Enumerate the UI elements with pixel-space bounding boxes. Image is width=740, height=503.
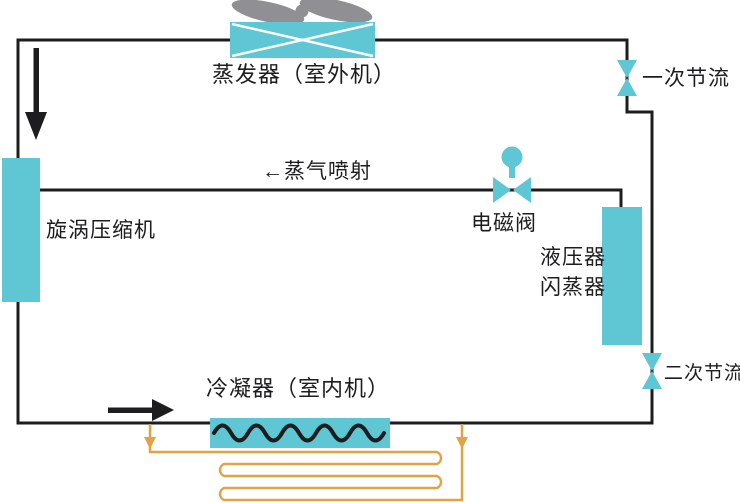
fan-hub: [295, 4, 309, 18]
fan-blade-left: [231, 0, 305, 25]
solenoid-valve-label: 电磁阀: [471, 212, 537, 235]
flow-arrow-down-icon: [25, 112, 47, 140]
flash-tank-label-line2: 闪蒸器: [540, 276, 606, 299]
primary-throttle-top-triangle: [617, 60, 637, 78]
flow-arrow-right-icon: [152, 399, 174, 421]
coil-flow-arrows: [144, 437, 468, 449]
fan-icon: [231, 0, 373, 25]
flow-arrow-down-shaft: [33, 48, 39, 114]
piping: [16, 38, 654, 425]
solenoid-valve-icon: [493, 146, 531, 203]
flash-tank-box: [602, 207, 642, 345]
secondary-throttle-bottom-triangle: [642, 371, 662, 389]
compressor-label: 旋涡压缩机: [46, 219, 156, 242]
solenoid-stem: [509, 164, 515, 178]
solenoid-coil-cap: [501, 146, 523, 168]
condenser-label: 冷凝器（室内机）: [206, 376, 391, 401]
secondary-throttle-valve-icon: [642, 353, 662, 389]
evaporator-label: 蒸发器（室外机）: [212, 62, 397, 87]
fan-blade-right: [299, 0, 373, 23]
coil-arrow-right-down-icon: [456, 437, 468, 449]
evaporator-cross-line-2: [231, 22, 374, 58]
evaporator-cross: [231, 22, 374, 58]
secondary-throttle-label: 二次节流: [664, 363, 740, 384]
vapor-injection-label: ←蒸气喷射: [262, 160, 372, 183]
pipe-vapor-injection: [40, 188, 623, 207]
primary-throttle-valve-icon: [617, 60, 637, 96]
flash-tank-label-line1: 液压器: [540, 246, 606, 269]
condenser-wave-line: [212, 423, 386, 443]
floor-heating-coil: [148, 424, 464, 502]
flow-arrows: [25, 48, 174, 421]
solenoid-left-triangle: [493, 177, 511, 203]
coil-arrow-left-down-icon: [144, 437, 156, 449]
pipe-main-loop: [16, 38, 654, 425]
compressor-box: [2, 158, 40, 302]
flow-arrow-right-shaft: [108, 407, 154, 413]
primary-throttle-bottom-triangle: [617, 78, 637, 96]
secondary-throttle-top-triangle: [642, 353, 662, 371]
coil-serpentine-pipe: [148, 424, 464, 502]
primary-throttle-label: 一次节流: [642, 67, 730, 90]
solenoid-right-triangle: [513, 177, 531, 203]
